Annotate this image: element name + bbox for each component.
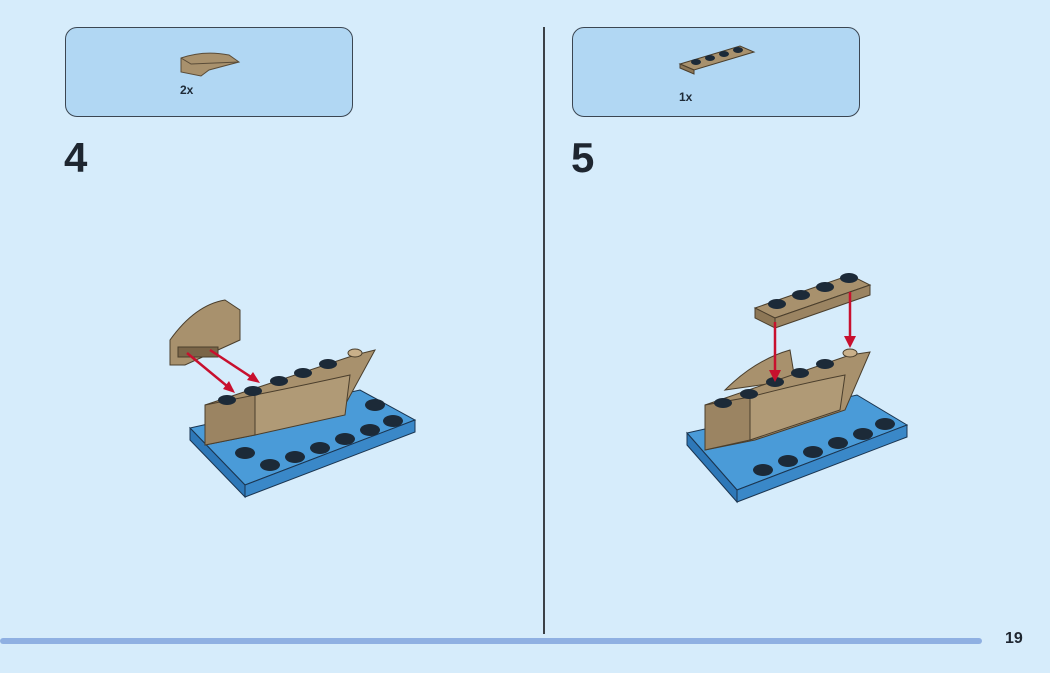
page-number: 19 [1005, 630, 1023, 647]
arrow [186, 352, 234, 392]
step-number: 5 [571, 134, 595, 181]
part-quantity: 1x [679, 90, 693, 104]
parts-callout-step-5: 1x [572, 27, 860, 117]
step-divider [543, 27, 545, 634]
part-quantity: 2x [180, 83, 194, 97]
arrow [209, 348, 258, 383]
tan-curved-slope-part-icon [180, 52, 241, 77]
footer-line [0, 638, 982, 644]
step-5-assembly-illustration [686, 273, 909, 504]
step-number: 4 [64, 134, 88, 181]
step-4-assembly-illustration [169, 299, 417, 499]
tan-plate-part-icon [678, 45, 756, 75]
parts-callout-step-4: 2x [65, 27, 353, 117]
